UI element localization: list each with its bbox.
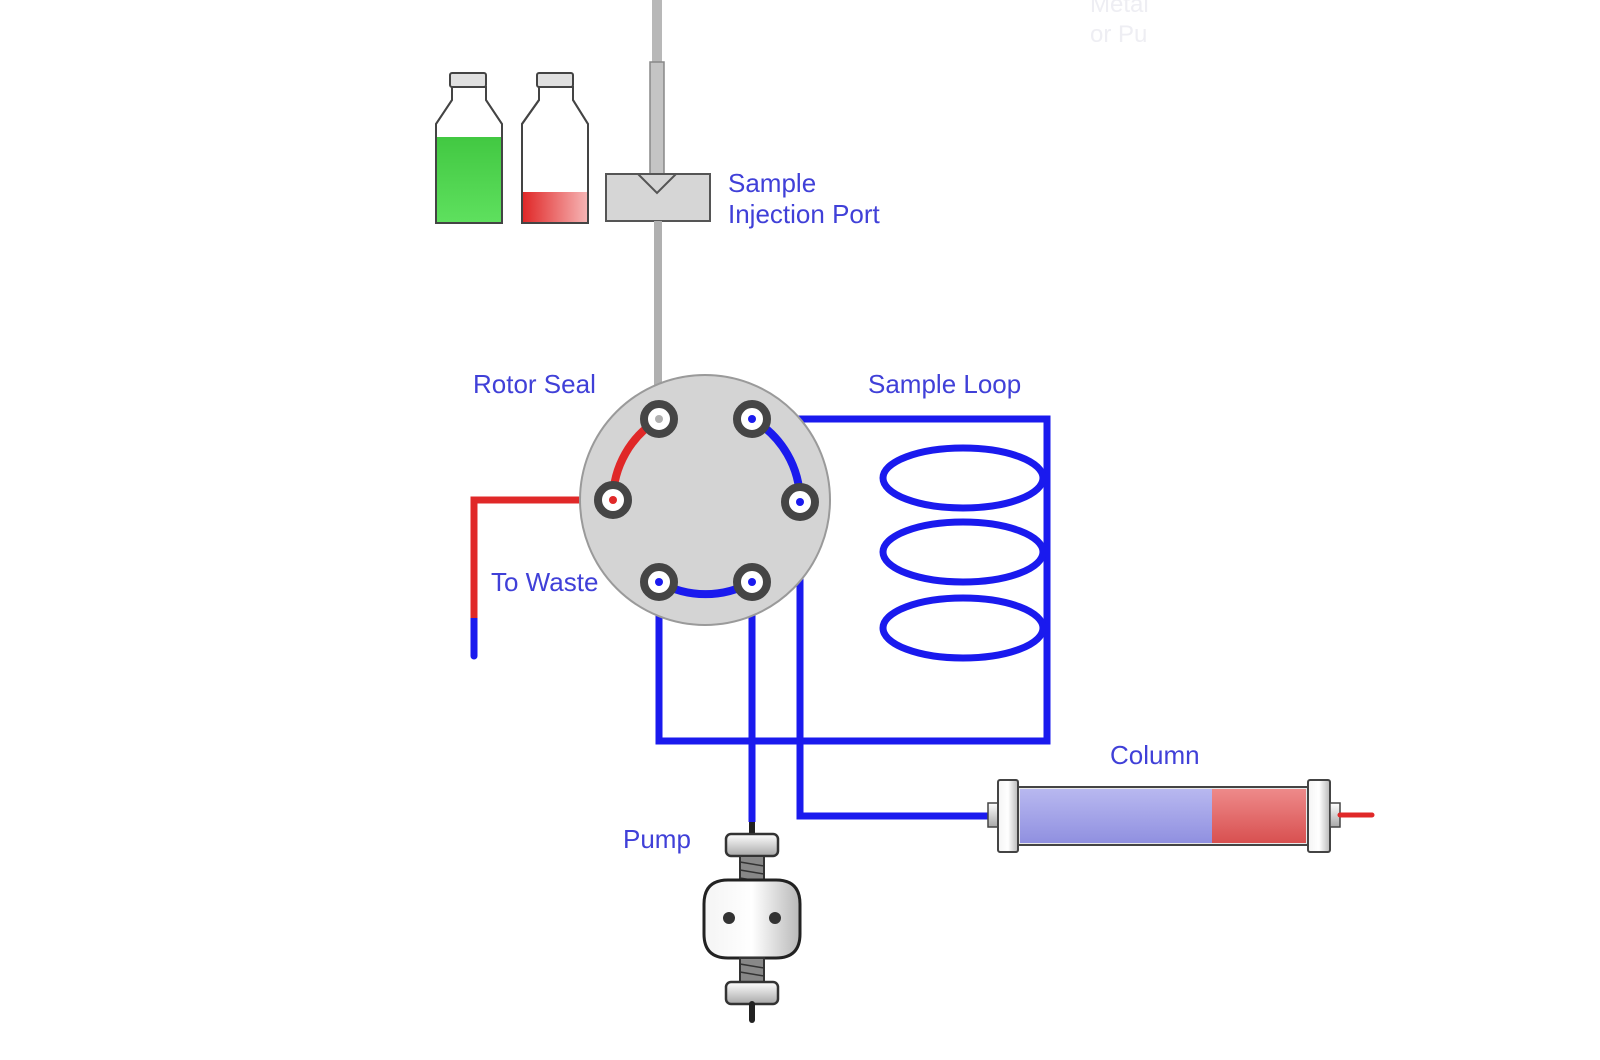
port-transfer-tube: [654, 221, 662, 419]
column-label: Column: [1110, 740, 1200, 770]
solvent-bottle-icon: [435, 72, 503, 224]
syringe-needle: [648, 0, 666, 195]
rotor-seal-disc: [579, 374, 831, 626]
to-waste-label: To Waste: [491, 567, 599, 597]
injection-port-label-line2: Injection Port: [728, 199, 880, 229]
pump-label: Pump: [623, 824, 691, 854]
waste-red-tubing: [470, 496, 613, 618]
sample-loop-tubing: [655, 415, 1051, 745]
port-tube-ends: [609, 415, 804, 586]
sample-bottle-icon: [521, 72, 589, 224]
column-feed-tubing: [796, 502, 992, 820]
faint-label-line2: or Pu: [1090, 21, 1148, 48]
injection-port-label-line1: Sample: [728, 168, 817, 198]
tubing-network: [470, 415, 1051, 822]
column-icon: [987, 779, 1375, 853]
sample-loop-label: Sample Loop: [868, 369, 1022, 399]
faint-label-line1: Metal: [1090, 0, 1149, 18]
rotor-seal-label: Rotor Seal: [473, 369, 596, 399]
injection-port: [605, 173, 711, 222]
sample-loop-coil: [879, 444, 1047, 662]
pump-icon: [702, 822, 802, 1023]
